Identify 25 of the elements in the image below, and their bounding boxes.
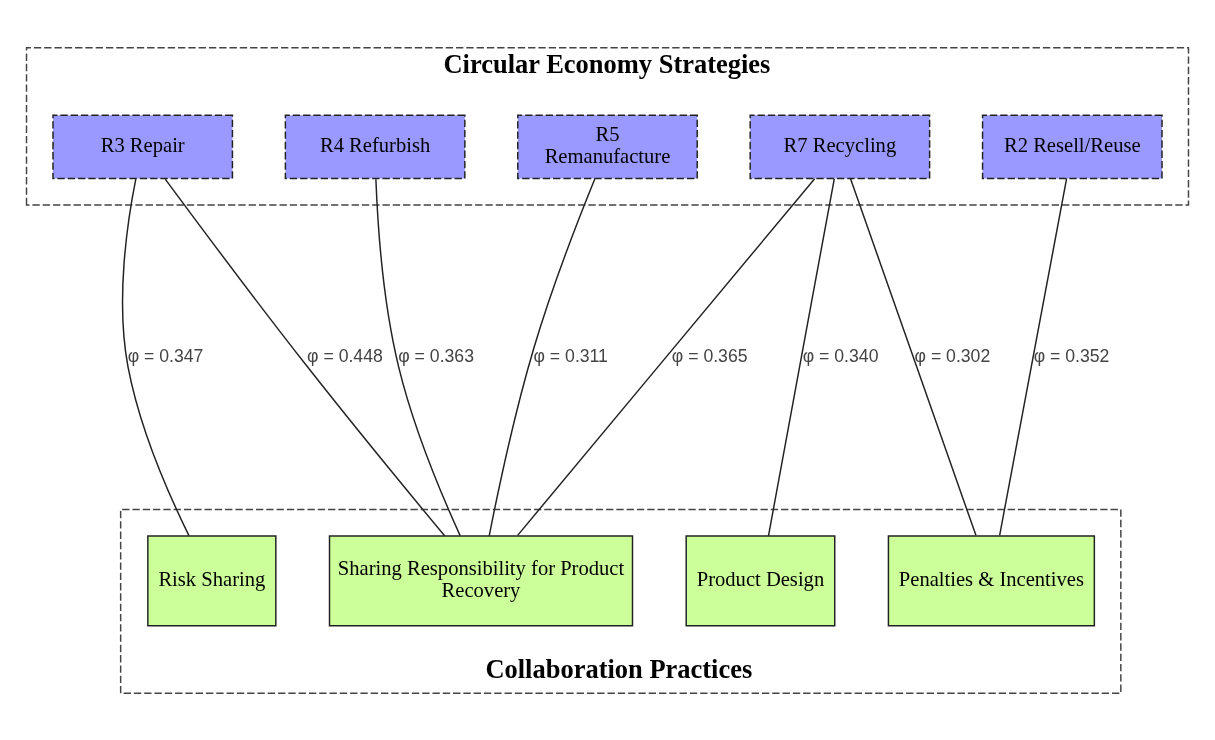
edge-label: φ = 0.363 bbox=[398, 345, 474, 366]
node-box: R5 Remanufacture bbox=[517, 114, 698, 179]
connector bbox=[998, 177, 1068, 536]
connector bbox=[767, 177, 836, 537]
node-box: R4 Refurbish bbox=[284, 114, 466, 179]
connector bbox=[164, 177, 446, 537]
edge-label: φ = 0.340 bbox=[802, 345, 879, 366]
connector bbox=[375, 178, 461, 536]
connector bbox=[488, 177, 596, 537]
connector bbox=[849, 177, 977, 536]
connector bbox=[121, 177, 190, 536]
edge-label: φ = 0.448 bbox=[307, 345, 383, 366]
node-box: R2 Resell/Reuse bbox=[981, 114, 1163, 179]
node-box: Sharing Responsibility for Product Recovery bbox=[328, 534, 634, 626]
edge-label: φ = 0.352 bbox=[1033, 345, 1110, 366]
node-box: Penalties & Incentives bbox=[887, 534, 1096, 626]
edge-label: φ = 0.302 bbox=[914, 345, 991, 366]
node-box: R3 Repair bbox=[52, 114, 234, 179]
node-box: Risk Sharing bbox=[147, 534, 277, 626]
edge-label: φ = 0.347 bbox=[127, 345, 204, 366]
connector bbox=[516, 177, 816, 536]
node-box: Product Design bbox=[685, 534, 836, 626]
edge-label: φ = 0.365 bbox=[671, 345, 748, 366]
edge-label: φ = 0.311 bbox=[533, 345, 608, 366]
node-box: R7 Recycling bbox=[749, 114, 931, 179]
